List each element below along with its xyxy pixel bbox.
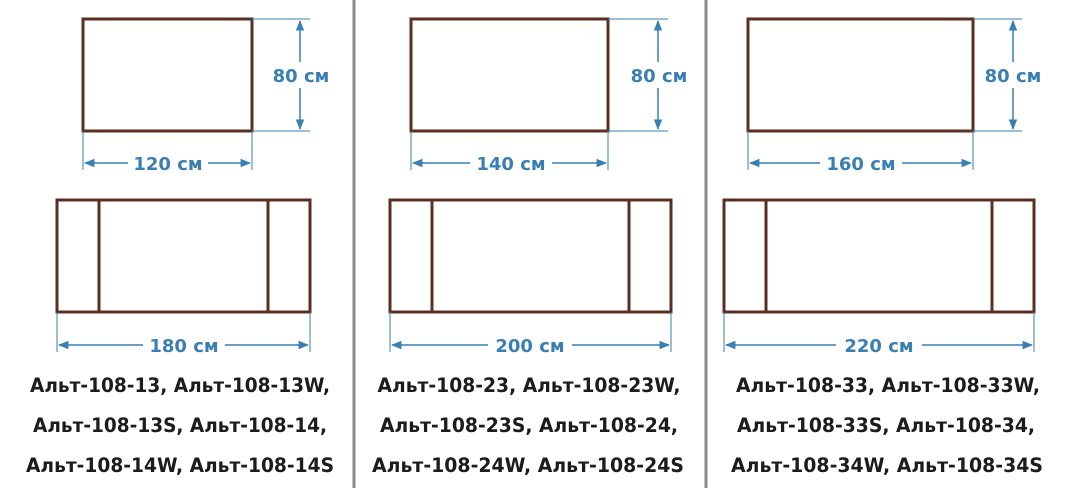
depth-label: 80 см xyxy=(273,66,330,87)
model-line-1: Альт-108-23, Альт-108-23W, xyxy=(378,374,681,397)
width-label-bg xyxy=(470,151,552,175)
model-line-3: Альт-108-14W, Альт-108-14S xyxy=(26,454,334,477)
extended-label: 220 см xyxy=(844,336,913,357)
model-line-3: Альт-108-24W, Альт-108-24S xyxy=(372,454,684,477)
width-label: 160 см xyxy=(826,154,895,175)
depth-label-bg xyxy=(627,62,691,88)
depth-label: 80 см xyxy=(985,66,1042,87)
panel-1: 80 см 120 см 180 см Альт-108-13, Альт-10… xyxy=(26,17,334,477)
depth-label: 80 см xyxy=(631,66,688,87)
model-line-3: Альт-108-34W, Альт-108-34S xyxy=(731,454,1043,477)
model-line-2: Альт-108-33S, Альт-108-34, xyxy=(737,414,1035,437)
width-label: 120 см xyxy=(133,154,202,175)
extended-table-top xyxy=(55,198,312,314)
extended-table-top xyxy=(722,198,1036,314)
extended-label-bg xyxy=(488,333,572,357)
extended-table-top xyxy=(388,198,673,314)
model-line-2: Альт-108-23S, Альт-108-24, xyxy=(380,414,678,437)
extended-label: 200 см xyxy=(495,336,564,357)
depth-label-bg xyxy=(982,62,1046,88)
extended-label: 180 см xyxy=(149,336,218,357)
depth-label-bg xyxy=(270,62,332,88)
width-label: 140 см xyxy=(476,154,545,175)
panel-3: 80 см 160 см 220 см Альт-108-33, Альт-10… xyxy=(722,17,1046,477)
model-line-1: Альт-108-33, Альт-108-33W, xyxy=(736,374,1040,397)
panel-2: 80 см 140 см 200 см Альт-108-23, Альт-10… xyxy=(372,17,691,477)
width-label-bg xyxy=(820,151,902,175)
model-line-1: Альт-108-13, Альт-108-13W, xyxy=(30,374,330,397)
folded-table-top xyxy=(409,17,610,133)
folded-table-top xyxy=(81,17,254,133)
extended-label-bg xyxy=(836,333,922,357)
model-line-2: Альт-108-13S, Альт-108-14, xyxy=(33,414,327,437)
folded-table-top xyxy=(746,17,975,133)
extended-label-bg xyxy=(143,333,225,357)
width-label-bg xyxy=(128,151,208,175)
